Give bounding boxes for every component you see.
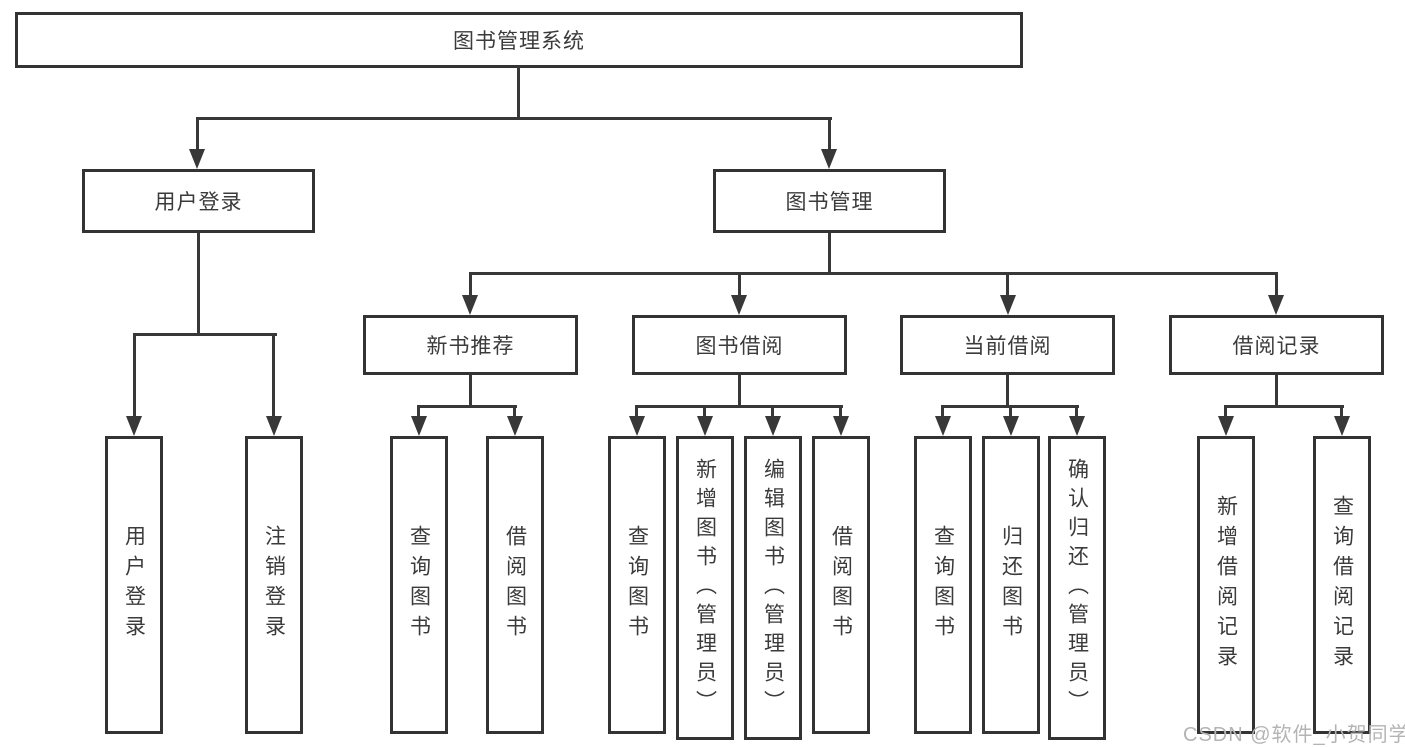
connector-line — [133, 333, 277, 336]
leaf-edit-books-admin: 编辑图书（管理员） — [744, 436, 802, 740]
leaf-edit-books-admin-label: 编辑图书（管理员） — [761, 457, 785, 719]
connector-line — [469, 375, 472, 407]
node-book-management: 图书管理 — [713, 169, 946, 233]
leaf-query-books-current-label: 查询图书 — [931, 525, 955, 645]
node-new-book-recommend: 新书推荐 — [363, 315, 578, 375]
connector-line — [828, 233, 831, 274]
leaf-return-books-label: 归还图书 — [999, 525, 1023, 645]
connector-line — [941, 405, 944, 418]
connector-line — [1224, 405, 1227, 418]
arrowhead-down-icon — [765, 416, 781, 436]
leaf-query-borrow-record: 查询借阅记录 — [1313, 436, 1371, 734]
connector-line — [1006, 375, 1009, 407]
leaf-add-books-admin: 新增图书（管理员） — [676, 436, 734, 740]
connector-line — [1075, 405, 1078, 418]
arrowhead-down-icon — [833, 416, 849, 436]
leaf-query-books-borrow-label: 查询图书 — [625, 525, 649, 645]
arrowhead-down-icon — [731, 295, 747, 315]
connector-line — [417, 405, 420, 418]
node-book-borrow: 图书借阅 — [632, 315, 847, 375]
arrowhead-down-icon — [1003, 416, 1019, 436]
leaf-logout: 注销登录 — [245, 436, 303, 734]
arrowhead-down-icon — [697, 416, 713, 436]
node-user-login: 用户登录 — [82, 169, 315, 233]
connector-line — [1275, 375, 1278, 407]
leaf-borrow-books: 借阅图书 — [812, 436, 870, 734]
leaf-borrow-books-recommend: 借阅图书 — [486, 436, 544, 734]
connector-line — [469, 272, 1277, 275]
arrowhead-down-icon — [411, 416, 427, 436]
connector-line — [635, 405, 843, 408]
arrowhead-down-icon — [462, 295, 478, 315]
connector-line — [771, 405, 774, 418]
connector-line — [828, 117, 831, 151]
connector-line — [417, 405, 517, 408]
leaf-query-books-current: 查询图书 — [914, 436, 972, 734]
arrowhead-down-icon — [189, 149, 205, 169]
arrowhead-down-icon — [1069, 416, 1085, 436]
leaf-query-books-recommend-label: 查询图书 — [407, 525, 431, 645]
node-library-management-system: 图书管理系统 — [15, 12, 1023, 68]
connector-line — [738, 375, 741, 407]
arrowhead-down-icon — [1268, 295, 1284, 315]
leaf-user-login-label: 用户登录 — [122, 525, 146, 645]
node-current-borrow: 当前借阅 — [900, 315, 1115, 375]
connector-line — [1009, 405, 1012, 418]
connector-line — [513, 405, 516, 418]
arrowhead-down-icon — [266, 416, 282, 436]
arrowhead-down-icon — [126, 416, 142, 436]
connector-line — [738, 272, 741, 297]
leaf-borrow-books-label: 借阅图书 — [829, 525, 853, 645]
leaf-confirm-return-admin-label: 确认归还（管理员） — [1065, 457, 1089, 719]
connector-line — [703, 405, 706, 418]
leaf-add-borrow-record-label: 新增借阅记录 — [1214, 495, 1238, 675]
connector-line — [1275, 272, 1278, 297]
connector-line — [1340, 405, 1343, 418]
arrowhead-down-icon — [629, 416, 645, 436]
connector-line — [196, 117, 832, 120]
leaf-return-books: 归还图书 — [982, 436, 1040, 734]
node-borrow-records: 借阅记录 — [1169, 315, 1384, 375]
connector-line — [469, 272, 472, 297]
leaf-add-borrow-record: 新增借阅记录 — [1197, 436, 1255, 734]
connector-line — [272, 333, 275, 417]
arrowhead-down-icon — [1334, 416, 1350, 436]
connector-line — [1224, 405, 1344, 408]
arrowhead-down-icon — [507, 416, 523, 436]
leaf-confirm-return-admin: 确认归还（管理员） — [1048, 436, 1106, 740]
arrowhead-down-icon — [1218, 416, 1234, 436]
arrowhead-down-icon — [821, 149, 837, 169]
leaf-query-books-recommend: 查询图书 — [390, 436, 448, 734]
connector-line — [635, 405, 638, 418]
leaf-user-login: 用户登录 — [105, 436, 163, 734]
leaf-logout-label: 注销登录 — [262, 525, 286, 645]
leaf-add-books-admin-label: 新增图书（管理员） — [693, 457, 717, 719]
watermark: CSDN @软件_小贺同学 — [1183, 724, 1405, 746]
connector-line — [197, 233, 200, 336]
connector-line — [839, 405, 842, 418]
connector-line — [196, 117, 199, 151]
leaf-borrow-books-recommend-label: 借阅图书 — [503, 525, 527, 645]
connector-line — [517, 66, 520, 119]
connector-line — [133, 333, 136, 417]
arrowhead-down-icon — [1000, 295, 1016, 315]
leaf-query-books-borrow: 查询图书 — [608, 436, 666, 734]
arrowhead-down-icon — [935, 416, 951, 436]
leaf-query-borrow-record-label: 查询借阅记录 — [1330, 495, 1354, 675]
connector-line — [1006, 272, 1009, 297]
